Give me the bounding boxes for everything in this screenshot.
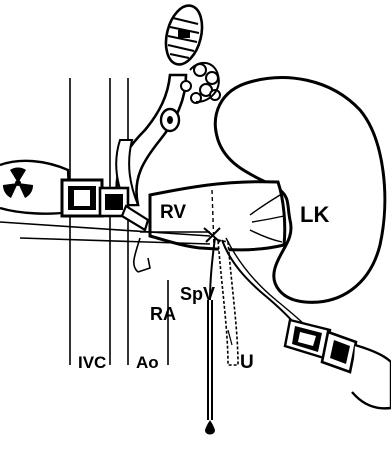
label-ao: Ao bbox=[136, 353, 159, 372]
label-ivc: IVC bbox=[78, 353, 106, 372]
label-spv: SpV bbox=[180, 284, 215, 304]
spermatic-vein-shape bbox=[218, 240, 238, 365]
label-u: U bbox=[240, 352, 254, 373]
right-syringe bbox=[285, 320, 391, 408]
label-lk: LK bbox=[300, 202, 329, 227]
ureter-shape bbox=[205, 300, 215, 435]
label-ra: RA bbox=[150, 304, 176, 324]
coiled-loops bbox=[181, 64, 220, 103]
label-rv: RV bbox=[160, 202, 186, 223]
